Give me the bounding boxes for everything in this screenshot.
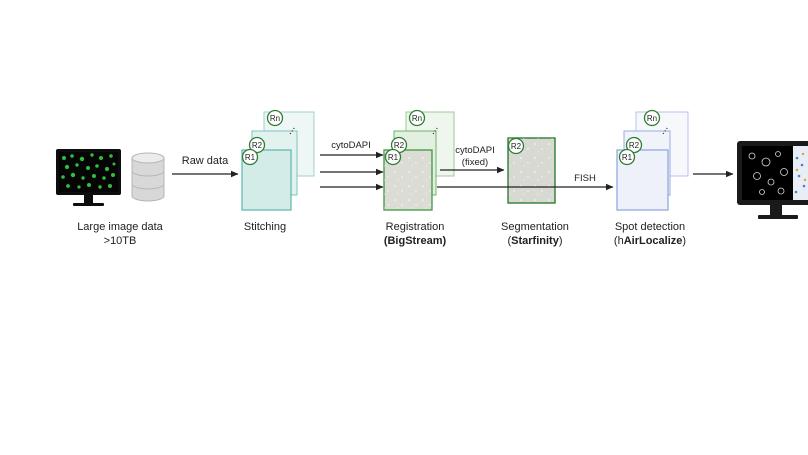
arrow-label-cytodapi: cytoDAPI [331,140,371,151]
round-badge-label: Rn [270,114,280,123]
round-badge-label: R1 [622,153,633,162]
round-badge-r2: R2 [248,136,266,154]
round-badge-label: Rn [412,114,422,123]
round-badge-label: R2 [511,142,522,151]
output-monitor-icon [737,141,808,219]
round-badge-rn: Rn [266,109,284,127]
arrow-label-cytodapi-fixed-2: (fixed) [461,157,489,168]
round-badge-r1: R1 [618,148,636,166]
step-tool-spot-detection: (hAirLocalize) [613,235,687,247]
round-badge-rn: Rn [408,109,426,127]
round-badge-label: R1 [245,153,256,162]
round-badge-rn: Rn [643,109,661,127]
step-sublabel-input: >10TB [103,235,137,247]
round-badge-r2: R2 [625,136,643,154]
step-tool-segmentation: (Starfinity) [507,235,563,247]
step-label-registration: Registration [385,221,445,233]
round-badge-label: R2 [629,141,640,150]
segmentation-image [507,137,556,204]
step-label-segmentation: Segmentation [501,221,569,233]
arrow-label-fish: FISH [574,173,596,184]
arrow-label-raw-data: Raw data [181,155,229,167]
round-badge-label: Rn [647,114,657,123]
round-badge-label: R1 [388,153,399,162]
arrow-label-cytodapi-fixed-1: cytoDAPI [455,145,495,156]
step-label-spot-detection: Spot detection [614,221,686,233]
round-badge-r2: R2 [507,137,525,155]
round-badge-label: R2 [252,141,263,150]
database-icon [131,152,165,202]
step-label-input: Large image data [77,221,163,233]
round-badge-r1: R1 [384,148,402,166]
monitor-icon [56,149,121,206]
registration-stack: ... [383,111,455,211]
round-badge-label: R2 [394,141,405,150]
arrows [172,151,734,191]
spot-detection-stack: ... [616,111,689,211]
round-badge-r1: R1 [241,148,259,166]
step-label-stitching: Stitching [243,221,287,233]
step-tool-registration: (BigStream) [383,235,447,247]
